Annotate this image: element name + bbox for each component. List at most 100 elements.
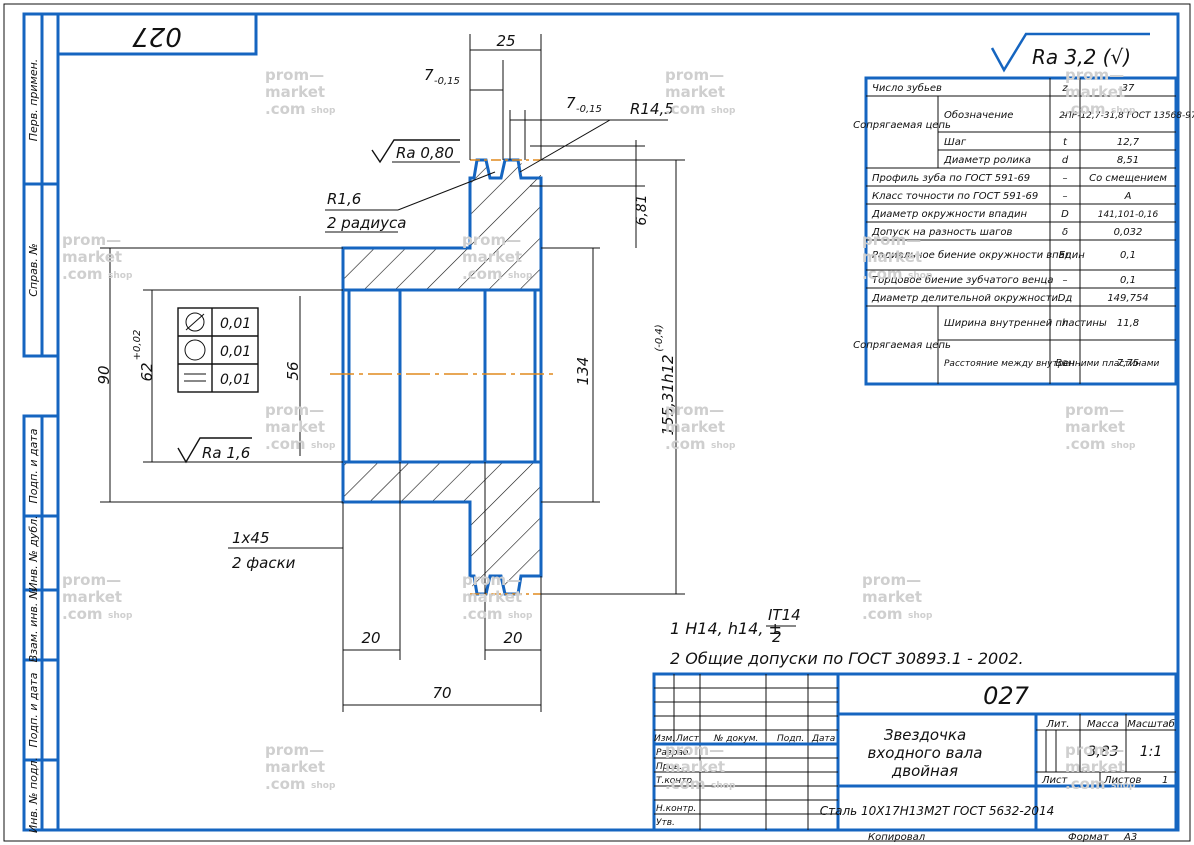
left-label-4: Инв. № дубл.	[27, 515, 40, 590]
svg-text:market: market	[665, 83, 725, 101]
svg-text:shop: shop	[908, 271, 933, 281]
dim-20b: 20	[503, 629, 522, 647]
technical-notes: 1 H14, h14, ± IT14 2 2 Общие допуски по …	[670, 606, 1024, 668]
svg-text:prom—: prom—	[862, 571, 921, 589]
group-chain-2: Сопрягаемая цепь	[853, 340, 951, 351]
svg-text:market: market	[62, 588, 122, 606]
svg-text:prom—: prom—	[1065, 401, 1124, 419]
svg-text:shop: shop	[711, 106, 736, 116]
svg-text:prom—: prom—	[462, 571, 521, 589]
svg-text:shop: shop	[711, 441, 736, 451]
row-val-0: 37	[1122, 83, 1135, 94]
outer-border	[3, 3, 1191, 842]
svg-text:prom—: prom—	[265, 66, 324, 84]
note-2: 2 Общие допуски по ГОСТ 30893.1 - 2002.	[670, 649, 1024, 668]
row-sym-11: h	[1062, 318, 1068, 329]
row-sym-10: Dд	[1058, 293, 1073, 304]
svg-text:.com: .com	[1065, 435, 1106, 453]
svg-text:.com: .com	[862, 265, 903, 283]
svg-text:.com: .com	[665, 775, 706, 793]
row-sym-6: D	[1061, 209, 1069, 220]
roughness-16: Ra 1,6	[202, 444, 250, 462]
svg-text:.com: .com	[665, 435, 706, 453]
params-table: Число зубьев z 37 Сопрягаемая цепь Обозн…	[853, 76, 1194, 386]
row-label-7: Допуск на разность шагов	[871, 227, 1012, 238]
row-val-8: 0,1	[1120, 250, 1136, 261]
circularity-icon	[184, 339, 206, 361]
dimension-lines	[100, 34, 685, 712]
dim-7b-tol: -0,15	[576, 104, 602, 115]
dim-chamfer: 1x45	[232, 529, 270, 547]
top-stamp-text: 027	[132, 21, 182, 51]
svg-text:.com: .com	[265, 775, 306, 793]
row-val-9: 0,1	[1120, 275, 1136, 286]
row-label-4: Профиль зуба по ГОСТ 591-69	[872, 172, 1030, 184]
dim-681: 6,81	[634, 194, 650, 225]
svg-text:prom—: prom—	[462, 231, 521, 249]
row-val-12: 7,75	[1117, 358, 1139, 369]
tb-mass-val: 3,83	[1087, 744, 1118, 760]
parallelism-icon	[184, 373, 206, 382]
roughness-general: Ra 3,2 (√)	[1032, 45, 1131, 69]
dim-155-tol: (-0,4)	[654, 324, 665, 351]
svg-text:shop: shop	[311, 781, 336, 791]
svg-text:market: market	[665, 418, 725, 436]
tb-name-1: Звездочка	[884, 726, 966, 744]
dim-70: 70	[432, 684, 451, 702]
svg-text:.com: .com	[1065, 100, 1106, 118]
row-val-7: 0,032	[1114, 227, 1143, 238]
tb-podp: Подп.	[777, 734, 804, 744]
svg-text:prom—: prom—	[1065, 741, 1124, 759]
row-label-3: Диаметр ролика	[943, 155, 1031, 166]
tb-lit: Лит.	[1045, 719, 1069, 730]
tb-data: Дата	[811, 734, 835, 744]
dim-r16: R1,6	[327, 190, 361, 208]
tb-sheet: Лист	[1041, 775, 1069, 786]
svg-text:market: market	[62, 248, 122, 266]
row-sym-7: δ	[1062, 227, 1068, 238]
svg-text:shop: shop	[108, 611, 133, 621]
runout-icon	[185, 312, 205, 332]
row-val-10: 149,754	[1107, 293, 1148, 304]
tb-role-2: Т.контр.	[656, 776, 695, 786]
tb-sheets-val: 1	[1162, 775, 1168, 786]
svg-text:prom—: prom—	[1065, 66, 1124, 84]
svg-text:shop: shop	[508, 611, 533, 621]
svg-text:market: market	[1065, 418, 1125, 436]
tb-mass: Масса	[1087, 719, 1119, 730]
tb-role-0: Разраб.	[656, 748, 691, 758]
svg-text:market: market	[462, 248, 522, 266]
svg-text:.com: .com	[462, 605, 503, 623]
dim-7b: 7	[566, 94, 576, 112]
svg-text:market: market	[265, 418, 325, 436]
svg-text:.com: .com	[265, 435, 306, 453]
roughness-symbols	[177, 139, 460, 464]
roughness-080: Ra 0,80	[396, 144, 454, 162]
row-sym-12: Bвн	[1055, 358, 1075, 369]
row-sym-5: –	[1063, 191, 1068, 202]
row-val-6: 141,101-0,16	[1098, 210, 1159, 220]
left-column: Перв. примен. Справ. № Подп. и дата Инв.…	[22, 12, 60, 833]
tol-value-3: 0,01	[220, 372, 251, 388]
tb-material: Сталь 10Х17Н13М2Т ГОСТ 5632-2014	[820, 804, 1055, 818]
tb-format-val: А3	[1123, 832, 1137, 843]
svg-text:market: market	[265, 83, 325, 101]
row-sym-3: d	[1062, 155, 1069, 166]
row-label-10: Диаметр делительной окружности	[871, 293, 1058, 304]
note-1-frac-bot: 2	[772, 628, 782, 646]
left-label-6: Подп. и дата	[27, 672, 40, 747]
tb-role-5: Утв.	[656, 818, 675, 828]
row-label-12: Расстояние между внутренними пластинами	[944, 359, 1159, 369]
row-label-11: Ширина внутренней пластины	[944, 318, 1107, 329]
tb-ndoc: № докум.	[713, 734, 758, 744]
